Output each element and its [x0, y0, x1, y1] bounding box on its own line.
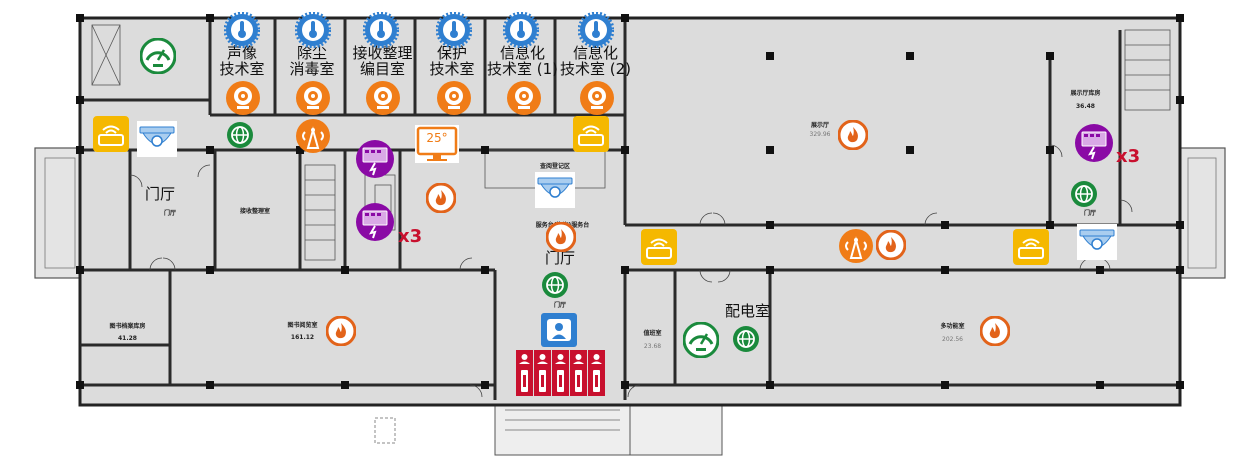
- label-lobby-left-sub: 门厅: [163, 210, 176, 217]
- columns: [76, 14, 1184, 389]
- room-power: 配电室: [724, 302, 770, 320]
- fire-icon[interactable]: [876, 230, 906, 260]
- label-side-storage: 展示厅库房: [1070, 90, 1101, 97]
- label-multi-hall: 多功能室: [940, 323, 965, 330]
- router-icon[interactable]: [572, 115, 610, 153]
- ceiling-camera-icon[interactable]: [137, 121, 177, 157]
- fire-icon[interactable]: [980, 316, 1010, 346]
- access-gate-icon[interactable]: [541, 313, 577, 347]
- gauge-icon[interactable]: [683, 322, 719, 358]
- thermometer-icon[interactable]: [578, 12, 614, 48]
- label-reading-hall: 图书阅览室: [287, 322, 318, 329]
- camera-icon[interactable]: [295, 80, 331, 116]
- label-reading-archive: 图书档案库房: [109, 323, 146, 330]
- network-icon[interactable]: [226, 121, 254, 149]
- alarm-panel-icon[interactable]: [355, 202, 395, 242]
- label-exhibition: 展示厅: [810, 122, 829, 129]
- camera-icon[interactable]: [365, 80, 401, 116]
- thermometer-icon[interactable]: [363, 12, 399, 48]
- room-receive-catalog: 接收整理 编目室: [352, 44, 413, 78]
- router-icon[interactable]: [92, 115, 130, 153]
- router-icon[interactable]: [640, 228, 678, 266]
- personnel-icon[interactable]: [516, 350, 533, 396]
- network-icon[interactable]: [541, 271, 569, 299]
- room-lobby-center: 门厅: [544, 249, 575, 267]
- thermometer-icon[interactable]: [503, 12, 539, 48]
- multiplier-right: x3: [1116, 146, 1141, 167]
- label-query-area: 查阅登记区: [539, 163, 570, 170]
- router-icon[interactable]: [1012, 228, 1050, 266]
- thermometer-icon[interactable]: [224, 12, 260, 48]
- room-disinfect: 除尘 消毒室: [289, 44, 335, 78]
- camera-icon[interactable]: [579, 80, 615, 116]
- label-lobby-right-sub: 门厅: [1083, 210, 1096, 217]
- thermometer-icon[interactable]: [295, 12, 331, 48]
- personnel-icon[interactable]: [570, 350, 587, 396]
- room-protection: 保护 技术室: [429, 44, 475, 78]
- label-reading-hall-area: 161.12: [290, 334, 315, 341]
- display-icon[interactable]: 25°: [413, 123, 461, 165]
- west-terrace: [34, 147, 86, 279]
- gauge-icon[interactable]: [140, 38, 176, 74]
- room-lobby-left: 门厅: [144, 185, 175, 203]
- fire-icon[interactable]: [326, 316, 356, 346]
- fire-icon[interactable]: [838, 120, 868, 150]
- label-multi-hall-area: 202.56: [942, 336, 963, 343]
- network-icon[interactable]: [732, 325, 760, 353]
- signal-tower-icon[interactable]: [295, 118, 331, 154]
- room-info-2: 信息化 技术室 (2): [559, 44, 632, 78]
- fire-icon[interactable]: [426, 183, 456, 213]
- room-info-1: 信息化 技术室 (1): [486, 44, 559, 78]
- personnel-icon[interactable]: [588, 350, 605, 396]
- label-duty-room-area: 23.68: [643, 343, 662, 350]
- label-reading-archive-area: 41.28: [118, 335, 137, 342]
- signal-tower-icon[interactable]: [838, 228, 874, 264]
- thermometer-icon[interactable]: [436, 12, 472, 48]
- doors: [129, 144, 1133, 398]
- camera-icon[interactable]: [225, 80, 261, 116]
- alarm-panel-icon[interactable]: [355, 139, 395, 179]
- alarm-panel-icon[interactable]: [1074, 123, 1114, 163]
- network-icon[interactable]: [1070, 180, 1098, 208]
- label-exhibition-area: 329.96: [809, 131, 831, 138]
- personnel-icon[interactable]: [552, 350, 569, 396]
- label-side-storage-area: 36.48: [1076, 103, 1095, 110]
- fire-icon[interactable]: [546, 222, 576, 252]
- ceiling-camera-icon[interactable]: [1077, 224, 1117, 260]
- label-receive-room: 接收整理室: [239, 208, 270, 215]
- personnel-icon[interactable]: [534, 350, 551, 396]
- ceiling-camera-icon[interactable]: [535, 172, 575, 208]
- label-lobby-center-sub: 门厅: [553, 302, 566, 309]
- label-duty-room: 值班室: [643, 330, 662, 337]
- camera-icon[interactable]: [436, 80, 472, 116]
- east-terrace: [1179, 147, 1226, 279]
- camera-icon[interactable]: [506, 80, 542, 116]
- multiplier-left: x3: [398, 226, 423, 247]
- display-temperature: 25°: [426, 131, 448, 145]
- room-audio-video: 声像 技术室: [219, 44, 265, 78]
